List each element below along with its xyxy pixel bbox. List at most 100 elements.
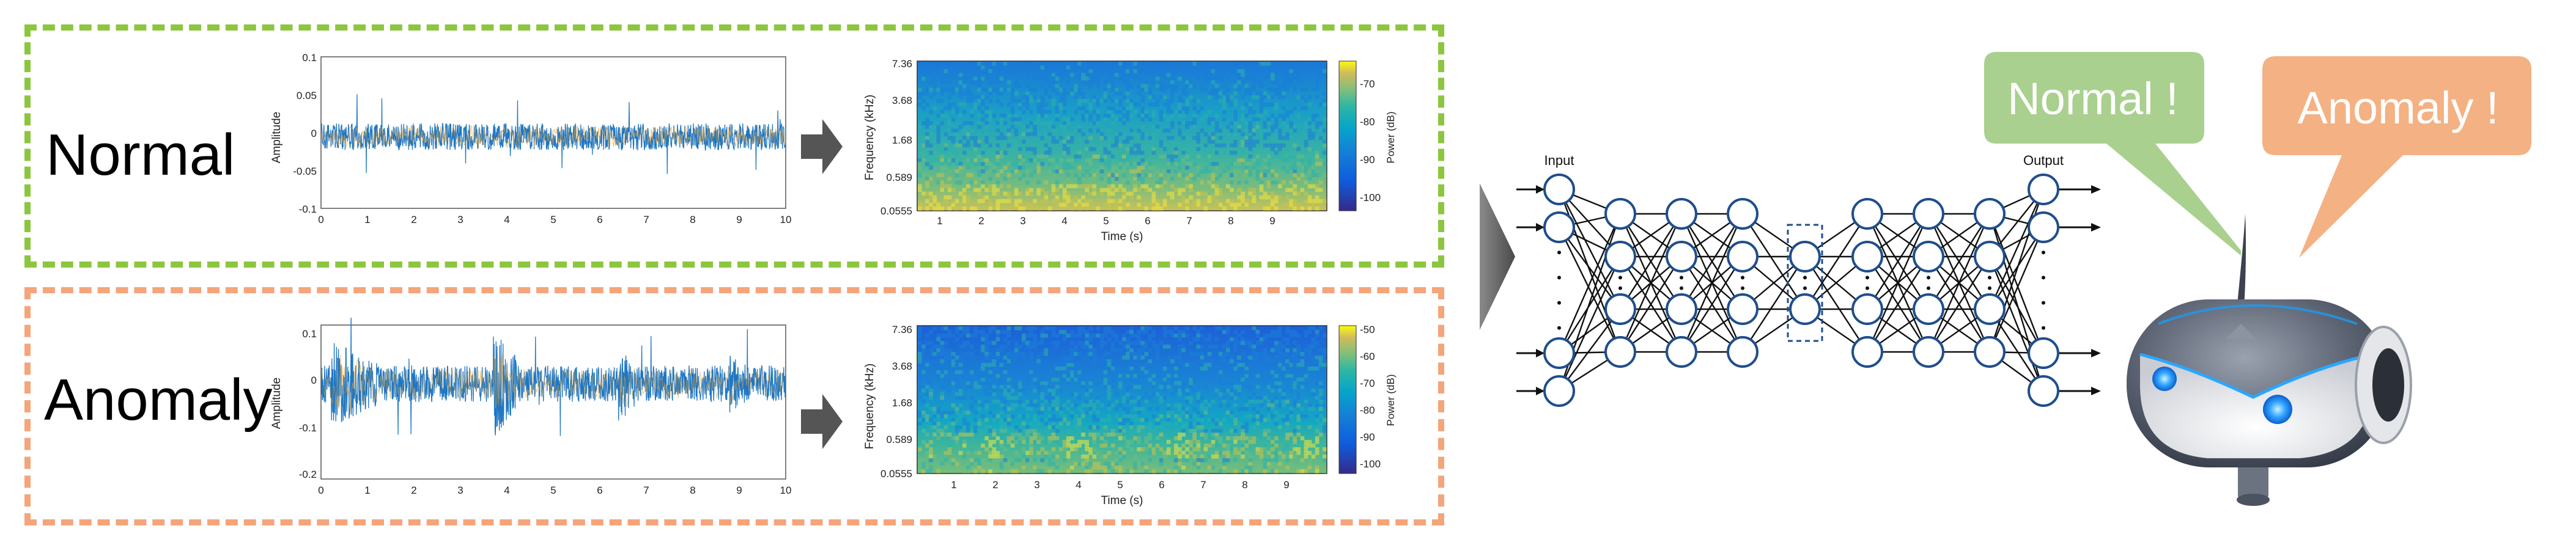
normal-bubble-text: Normal ! — [2007, 73, 2179, 124]
anomaly-panel — [24, 287, 1444, 525]
ellipsis-dot — [2042, 251, 2045, 255]
robot-face-plate — [2140, 354, 2372, 458]
x-tick: 10 — [780, 485, 792, 496]
x-tick: 8 — [690, 214, 695, 225]
colorbar-tick: -80 — [1360, 404, 1375, 416]
bubble-shape — [2262, 56, 2531, 258]
normal-spectrogram-yticks: 7.36 3.68 1.68 0.589 0.0555 — [880, 58, 912, 217]
network-edge — [1988, 227, 2045, 353]
normal-waveform-plot: Amplitude 0.1 0.05 0 -0.05 -0.1 0 1 2 3 … — [270, 52, 791, 225]
network-node — [1851, 241, 1883, 272]
ellipsis-dot — [1741, 286, 1744, 290]
network-node — [1913, 198, 1944, 230]
network-edge — [1988, 256, 2045, 354]
x-tick: 5 — [550, 485, 556, 496]
network-edge — [1866, 256, 1930, 353]
ellipsis-dot — [2042, 301, 2045, 305]
network-node — [1851, 293, 1883, 325]
network-edge — [1927, 213, 1991, 310]
network-edge — [1866, 213, 1930, 353]
normal-spectrogram-ylabel: Frequency (kHz) — [863, 95, 876, 180]
x-tick: 9 — [1269, 215, 1275, 227]
network-edge — [1741, 256, 1806, 353]
x-tick: 0 — [318, 214, 323, 225]
anomaly-spectrogram-plot: Frequency (kHz) 7.36 3.68 1.68 0.589 0.0… — [863, 324, 1397, 507]
x-tick: 9 — [736, 485, 742, 496]
y-tick: -0.1 — [299, 422, 317, 434]
network-node — [1604, 198, 1636, 230]
colorbar-tick: -90 — [1360, 154, 1375, 166]
x-tick: 1 — [364, 485, 370, 496]
normal-waveform-yticks: 0.1 0.05 0 -0.05 -0.1 — [293, 52, 317, 215]
y-tick: -0.1 — [299, 203, 317, 215]
network-node — [1974, 241, 2006, 272]
x-tick: 8 — [690, 485, 695, 496]
robot-face-trim — [2139, 353, 2373, 399]
arrow-head — [1536, 349, 1544, 357]
network-edge — [1927, 256, 1991, 353]
network-edge — [1558, 227, 1622, 353]
ellipsis-dot — [1927, 286, 1930, 290]
x-tick: 7 — [643, 485, 649, 496]
arrow-head — [1536, 387, 1544, 395]
network-node — [1543, 375, 1575, 407]
anomaly-spectrogram-xlabel: Time (s) — [1101, 494, 1143, 507]
anomaly-flow-arrow — [801, 394, 843, 449]
x-tick: 7 — [1200, 479, 1206, 491]
robot-neck-base — [2237, 494, 2270, 506]
network-node — [1666, 198, 1697, 230]
robot-top-seam — [2158, 304, 2358, 325]
y-tick: -0.05 — [293, 166, 317, 177]
anomaly-colorbar-label: Power (dB) — [1385, 374, 1397, 426]
network-node — [2028, 375, 2059, 407]
network-node — [1789, 293, 1821, 325]
bubble-shape — [1984, 52, 2241, 256]
network-node — [2028, 211, 2059, 243]
network-edge — [1680, 256, 1744, 353]
colorbar — [1338, 325, 1357, 474]
normal-flow-arrow — [801, 119, 843, 174]
anomaly-waveform-ylabel: Amplitude — [270, 378, 283, 430]
x-tick: 1 — [951, 479, 956, 491]
anomaly-waveform-xticks: 0 1 2 3 4 5 6 7 8 9 10 — [318, 485, 791, 496]
network-node — [1543, 211, 1575, 243]
y-tick: 7.36 — [892, 58, 912, 70]
ellipsis-dot — [1557, 251, 1561, 255]
x-tick: 2 — [992, 479, 998, 491]
ellipsis-dot — [1927, 276, 1930, 280]
x-tick: 6 — [1159, 479, 1164, 491]
anomaly-spectrogram-yticks: 7.36 3.68 1.68 0.589 0.0555 — [880, 324, 912, 480]
x-tick: 3 — [1020, 215, 1025, 227]
x-tick: 4 — [504, 485, 509, 496]
x-tick: 3 — [457, 485, 463, 496]
anomaly-waveform-plot: Amplitude 0.1 0 -0.1 -0.2 0 1 2 3 4 5 6 … — [270, 318, 791, 496]
network-node — [1974, 293, 2006, 325]
anomaly-spectrogram-texture — [918, 326, 1327, 474]
robot-right-eye — [2263, 395, 2292, 424]
x-tick: 6 — [597, 214, 602, 225]
network-node — [1604, 241, 1636, 272]
anomaly-waveform-yticks: 0.1 0 -0.1 -0.2 — [299, 328, 317, 480]
x-tick: 6 — [1145, 215, 1150, 227]
ellipsis-dot — [1741, 276, 1744, 280]
colorbar-tick: -100 — [1360, 192, 1381, 203]
network-edge — [1927, 213, 1991, 353]
x-tick: 2 — [411, 214, 416, 225]
network-edge — [1619, 213, 1683, 310]
network-node — [1913, 293, 1944, 325]
normal-spectrogram-xlabel: Time (s) — [1101, 230, 1143, 243]
network-edge — [1619, 256, 1683, 353]
anomaly-spectrogram-ylabel: Frequency (kHz) — [863, 364, 876, 449]
plot-frame — [320, 324, 786, 480]
ellipsis-dot — [1866, 286, 1869, 290]
network-node — [1543, 174, 1575, 205]
x-tick: 5 — [1117, 479, 1123, 491]
y-tick: 0.0555 — [880, 205, 912, 217]
x-tick: 9 — [736, 214, 742, 225]
robot-illustration — [2127, 214, 2412, 506]
network-edge — [1619, 213, 1683, 353]
ellipsis-dot — [1618, 286, 1622, 290]
x-tick: 2 — [411, 485, 416, 496]
network-edge — [1866, 213, 1930, 310]
x-tick: 5 — [550, 214, 556, 225]
